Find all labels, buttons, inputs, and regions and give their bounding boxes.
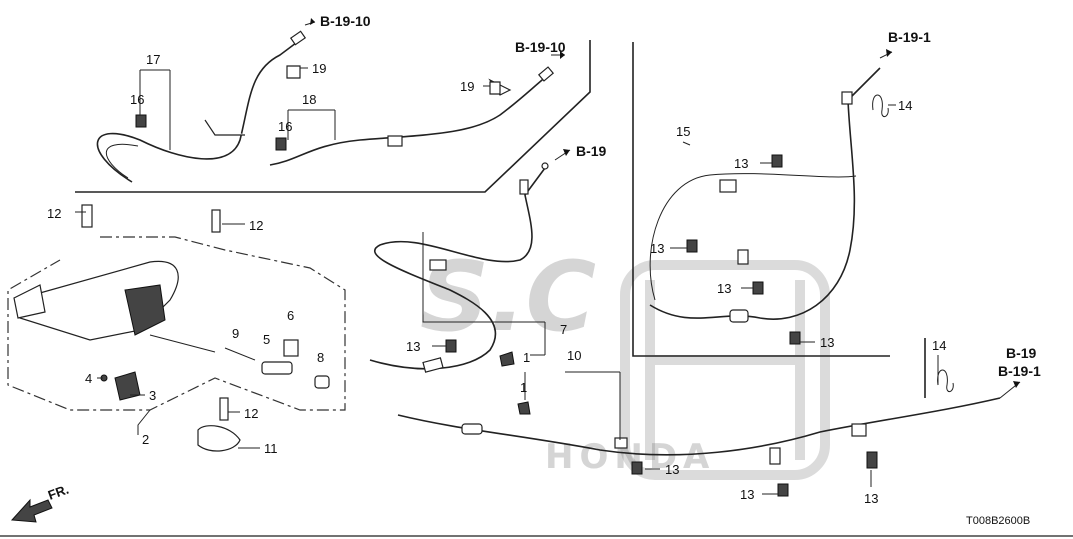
bolts-13 [445, 154, 878, 497]
callout-19-b: 19 [460, 79, 474, 94]
front-direction-arrow: FR. [10, 482, 71, 523]
front-label: FR. [46, 482, 71, 503]
callout-17: 17 [146, 52, 160, 67]
cable-assembly-18 [269, 66, 555, 166]
leader-lines [75, 21, 1021, 495]
callout-12-a: 12 [47, 206, 61, 221]
sc-watermark-text: S.C [420, 241, 596, 353]
callout-19-a: 19 [312, 61, 326, 76]
section-frames [7, 40, 926, 411]
callout-14-b: 14 [932, 338, 946, 353]
callout-16-a: 16 [130, 92, 144, 107]
callout-13-e: 13 [820, 335, 834, 350]
ref-arrows [310, 18, 1020, 388]
ref-b-19-1-lower: B-19-1 [998, 363, 1041, 379]
callout-5: 5 [263, 332, 270, 347]
honda-watermark-text: HONDA [545, 437, 715, 477]
callout-4: 4 [85, 371, 92, 386]
callout-13-h: 13 [864, 491, 878, 506]
callout-10: 10 [567, 348, 581, 363]
cable-assembly-7 [369, 162, 549, 373]
callout-7: 7 [560, 322, 567, 337]
callout-3: 3 [149, 388, 156, 403]
ref-b-19-lower: B-19 [1006, 345, 1037, 361]
springs-14 [872, 94, 954, 392]
callout-13-f: 13 [665, 462, 679, 477]
ref-b-19-center: B-19 [576, 143, 607, 159]
clips [286, 65, 531, 415]
callout-8: 8 [317, 350, 324, 365]
ref-b-19-1-top: B-19-1 [888, 29, 931, 45]
honda-logo-watermark [620, 260, 830, 480]
callout-15: 15 [676, 124, 690, 139]
callout-13-a: 13 [406, 339, 420, 354]
ref-b-19-10-top: B-19-10 [320, 13, 371, 29]
cable-assembly-15 [649, 67, 881, 323]
callout-1-b: 1 [520, 380, 527, 395]
callout-11: 11 [264, 441, 278, 456]
callout-2: 2 [142, 432, 149, 447]
diagram-code: T008B2600B [966, 515, 1030, 527]
callout-12-c: 12 [244, 406, 258, 421]
callout-13-b: 13 [734, 156, 748, 171]
callout-13-c: 13 [650, 241, 664, 256]
parking-brake-lever [13, 260, 216, 353]
callout-6: 6 [287, 308, 294, 323]
cable-assembly-10 [397, 397, 1001, 465]
callout-1-a: 1 [523, 350, 530, 365]
callout-9: 9 [232, 326, 239, 341]
callout-16-b: 16 [278, 119, 292, 134]
callout-13-d: 13 [717, 281, 731, 296]
callout-12-b: 12 [249, 218, 263, 233]
callout-14-a: 14 [898, 98, 912, 113]
callout-18: 18 [302, 92, 316, 107]
ref-b-19-10-right: B-19-10 [515, 39, 566, 55]
callout-numbers: 17 16 19 18 16 19 12 12 9 5 6 8 4 3 12 2… [47, 52, 946, 506]
callout-13-g: 13 [740, 487, 754, 502]
hardware-parts [81, 204, 330, 452]
reference-labels: B-19-10 B-19-10 B-19-1 B-19 B-19 B-19-1 [320, 13, 1041, 379]
cable-assembly-17 [96, 30, 307, 183]
